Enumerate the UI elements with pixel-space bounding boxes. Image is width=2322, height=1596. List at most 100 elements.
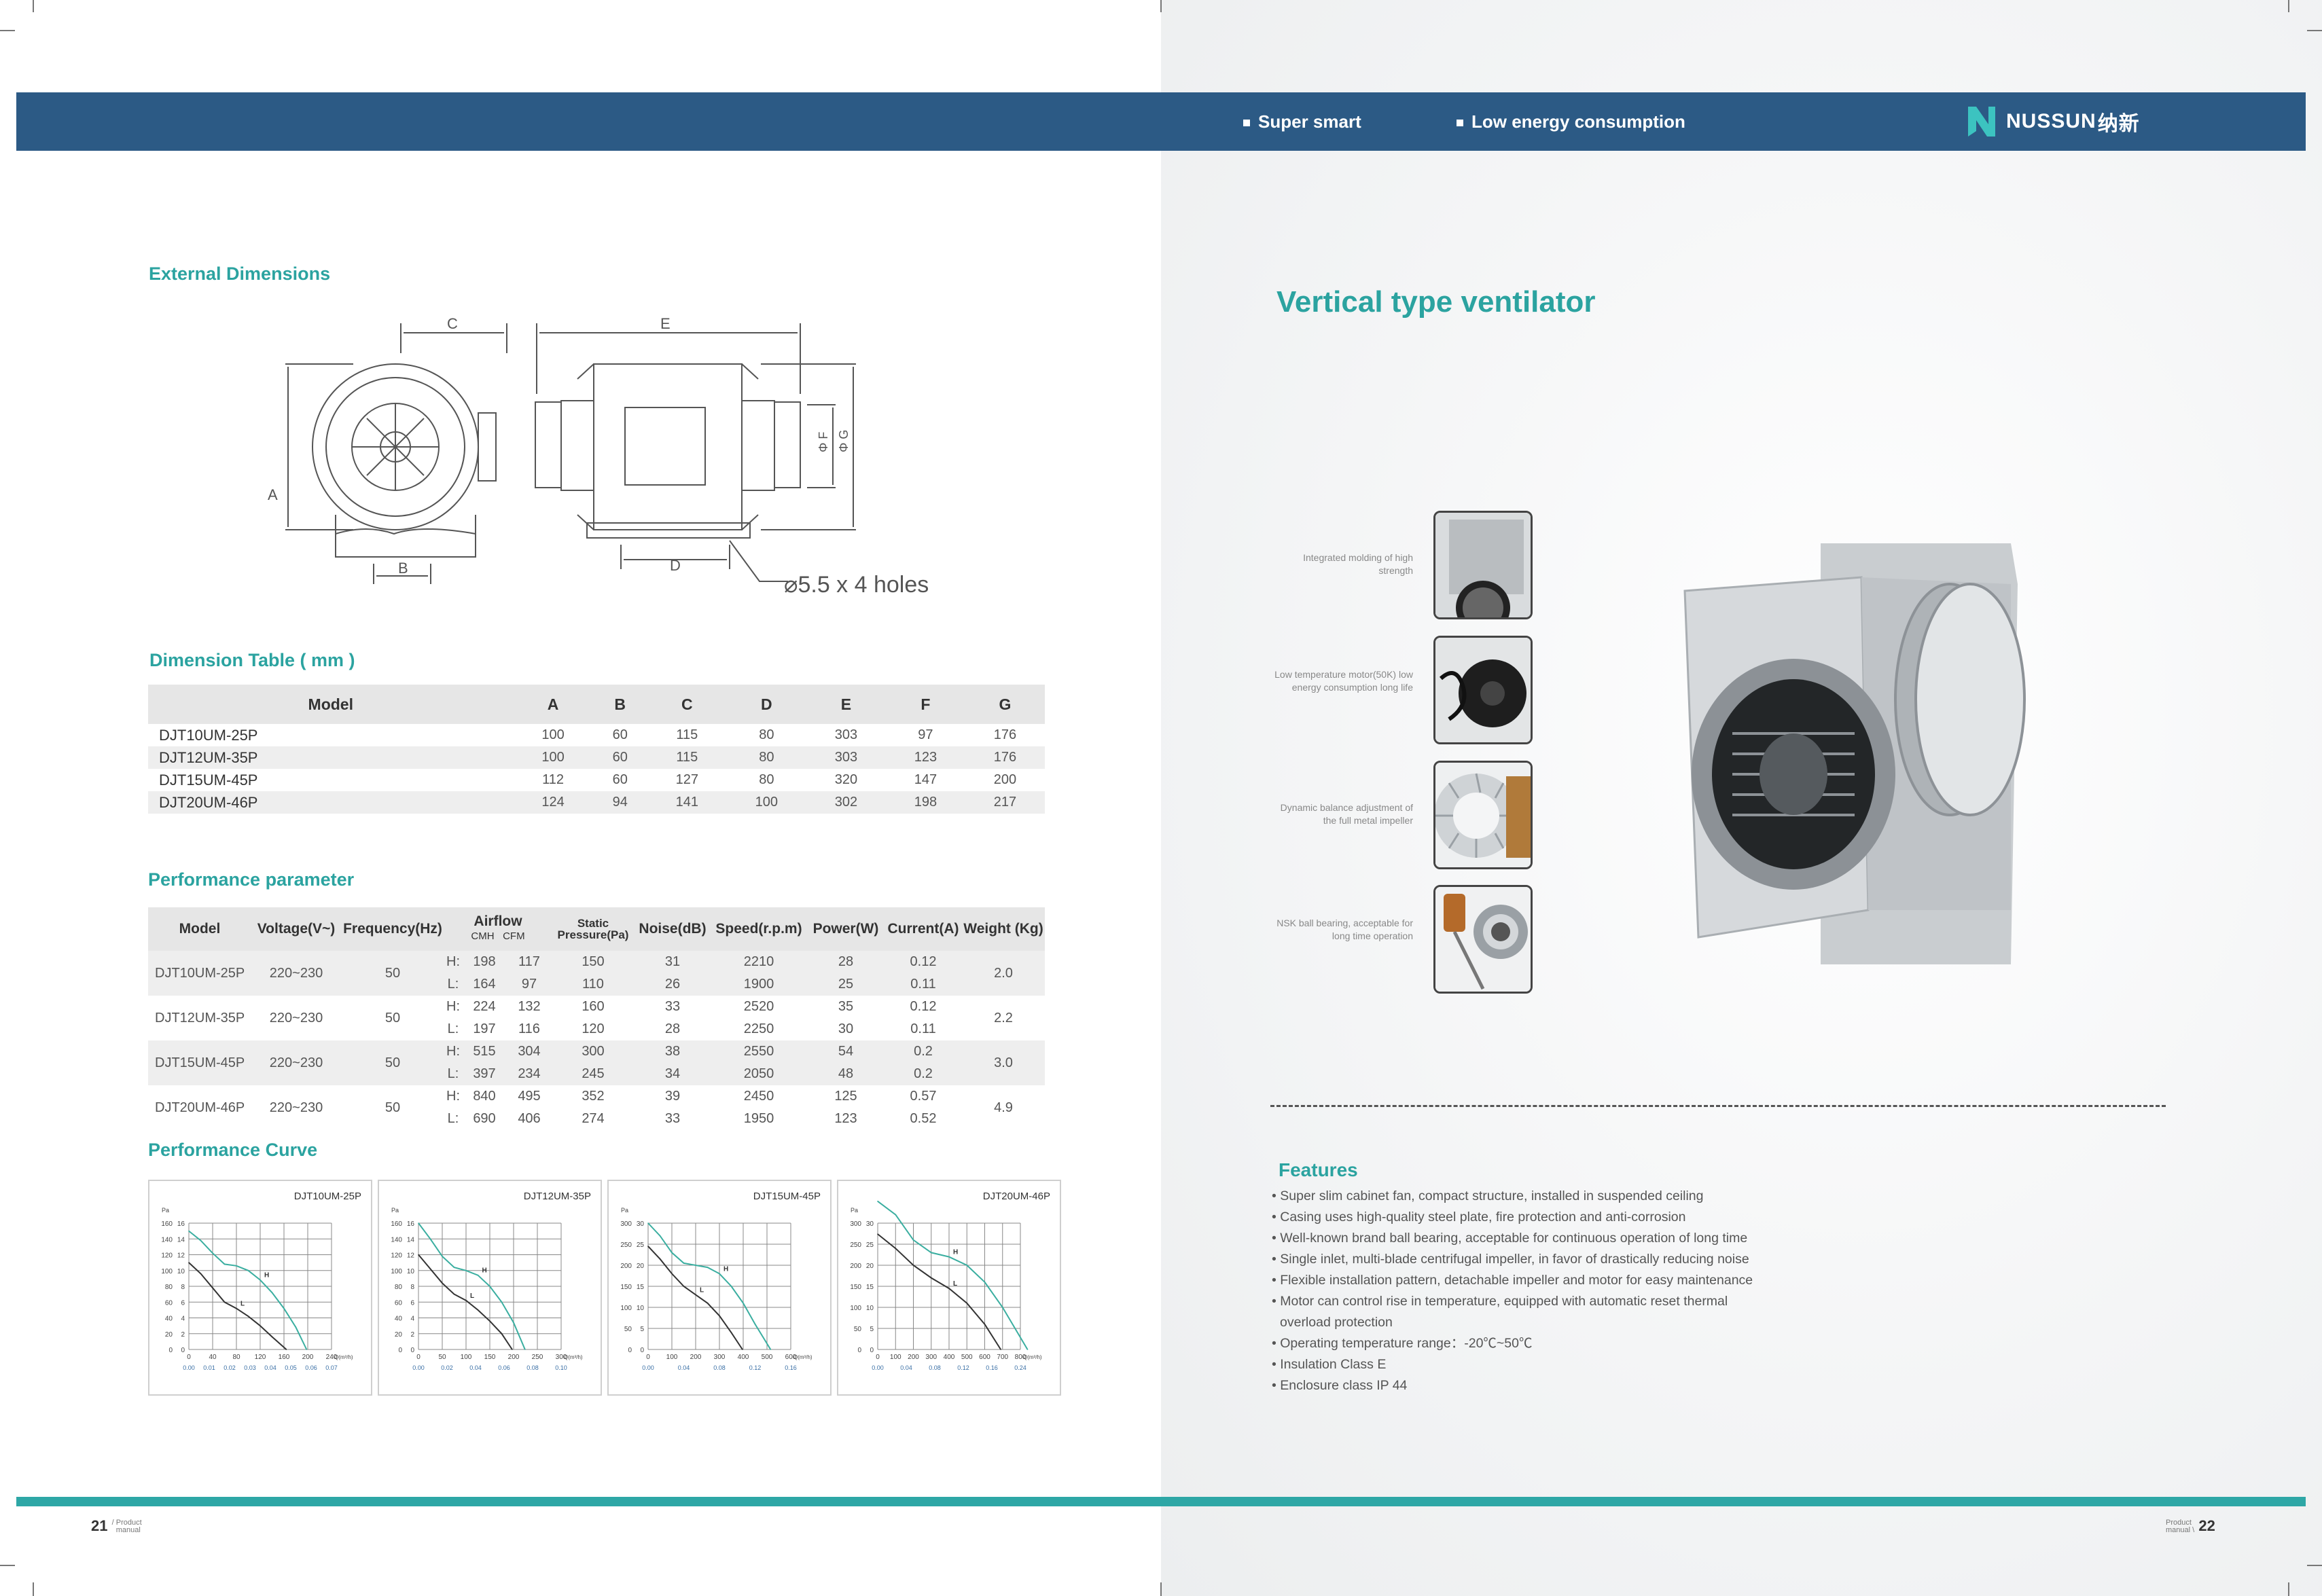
y-tick-label: 40: [395, 1316, 403, 1323]
table-cell: 217: [965, 791, 1045, 814]
table-cell: 2.2: [994, 1010, 1013, 1026]
x-tick-label: 400: [738, 1354, 749, 1361]
data-point: [930, 1277, 932, 1279]
table-cell: L:: [444, 1063, 462, 1085]
data-point: [489, 1320, 490, 1322]
table-header: Voltage(V~): [251, 907, 341, 951]
x2-tick-label: 0.00: [412, 1364, 425, 1371]
table-cell: 39: [664, 1089, 681, 1104]
data-point: [236, 1265, 237, 1267]
table-cell: 38: [635, 1040, 711, 1063]
table-row: L: 397 234 245 34 2050 48 0.2: [148, 1063, 1045, 1085]
x-tick-label: 500: [762, 1354, 773, 1361]
table-cell: 0.57: [910, 1089, 937, 1104]
table-header: B: [592, 685, 647, 724]
table-cell: 123: [834, 1111, 857, 1126]
data-point: [224, 1301, 226, 1303]
y-tick-label: 100: [620, 1305, 632, 1312]
y2-tick-label: 0: [410, 1347, 414, 1354]
page-number: 22: [2198, 1517, 2215, 1534]
x-tick-label: 600: [979, 1354, 990, 1361]
x-tick-label: 250: [532, 1354, 543, 1361]
data-point: [719, 1273, 720, 1275]
table-cell: 80: [759, 727, 774, 742]
data-point: [930, 1252, 932, 1254]
crop-mark: [2307, 30, 2322, 31]
y2-tick-label: 5: [640, 1326, 644, 1333]
list-item: Insulation Class E: [1272, 1354, 1829, 1375]
crop-mark: [33, 0, 34, 12]
table-header: Power(W): [807, 907, 885, 951]
x2-tick-label: 0.04: [264, 1364, 276, 1371]
y2-tick-label: 6: [410, 1299, 414, 1307]
y-tick-label: 250: [620, 1241, 632, 1249]
x-tick-label: 50: [438, 1354, 446, 1361]
x-tick-label: 600: [785, 1354, 797, 1361]
static-header: Static: [577, 917, 609, 930]
dim-label-b: B: [398, 560, 408, 577]
list-item: Operating temperature range：-20℃~50℃: [1272, 1333, 1829, 1354]
x2-tick-label: 0.06: [305, 1364, 317, 1371]
x-axis-label: Q(m³/h): [793, 1354, 812, 1360]
table-cell: 4.9: [994, 1100, 1013, 1115]
table-cell: 28: [664, 1021, 681, 1036]
crop-mark: [2288, 1582, 2289, 1596]
x2-tick-label: 0.00: [642, 1364, 654, 1371]
x2-tick-label: 0.16: [986, 1364, 998, 1371]
bearing-detail-image: [1433, 885, 1533, 994]
data-point: [271, 1336, 273, 1338]
table-cell: H:: [446, 1089, 460, 1104]
series-label: L: [240, 1301, 245, 1308]
table-cell: 120: [582, 1021, 605, 1036]
x2-tick-label: 0.00: [183, 1364, 195, 1371]
table-cell: 50: [385, 1100, 401, 1115]
holes-label: ⌀5.5 x 4 holes: [784, 572, 929, 598]
table-cell: H:: [444, 951, 462, 973]
data-point: [1001, 1307, 1003, 1308]
series-line-H: [418, 1222, 526, 1350]
table-cell: 840: [473, 1089, 496, 1104]
table-cell: DJT12UM-35P: [155, 1010, 245, 1026]
list-item: Casing uses high-quality steel plate, fi…: [1272, 1207, 1829, 1228]
features-list: Super slim cabinet fan, compact structur…: [1272, 1186, 1829, 1396]
table-cell: 303: [806, 746, 886, 769]
table-row: DJT12UM-35P 220~230 50 H: 224 132 160 33…: [148, 996, 1045, 1026]
data-point: [188, 1262, 190, 1263]
table-header: G: [965, 685, 1045, 724]
data-point: [260, 1279, 261, 1281]
table-cell: 54: [807, 1040, 885, 1063]
x-tick-label: 800: [1015, 1354, 1026, 1361]
list-item: Super slim cabinet fan, compact structur…: [1272, 1186, 1829, 1207]
footer-bar: [16, 1497, 2306, 1506]
data-point: [465, 1300, 467, 1301]
y-tick-label: 50: [854, 1326, 862, 1333]
table-cell: 25: [807, 973, 885, 996]
x2-tick-label: 0.00: [872, 1364, 884, 1371]
curve-title: DJT15UM-45P: [753, 1191, 821, 1202]
table-cell: 2050: [711, 1063, 807, 1085]
y2-tick-label: 16: [177, 1220, 185, 1228]
y-tick-label: 60: [165, 1299, 173, 1307]
data-point: [966, 1303, 968, 1304]
data-point: [659, 1258, 661, 1260]
data-point: [429, 1238, 431, 1240]
data-point: [912, 1239, 914, 1241]
x-tick-label: 160: [279, 1354, 290, 1361]
y2-tick-label: 14: [177, 1236, 185, 1244]
y2-tick-label: 10: [637, 1305, 645, 1312]
table-cell: 0.2: [885, 1040, 962, 1063]
table-cell: 245: [552, 1063, 635, 1085]
x-tick-label: 0: [646, 1354, 650, 1361]
table-cell: L:: [444, 973, 462, 996]
data-point: [984, 1324, 986, 1325]
page-number: 21: [91, 1517, 108, 1534]
x-tick-label: 40: [209, 1354, 217, 1361]
vertical-ventilator-image: [1683, 543, 2026, 964]
data-point: [683, 1286, 685, 1287]
y2-tick-label: 30: [866, 1220, 874, 1228]
series-line-L: [647, 1246, 743, 1350]
